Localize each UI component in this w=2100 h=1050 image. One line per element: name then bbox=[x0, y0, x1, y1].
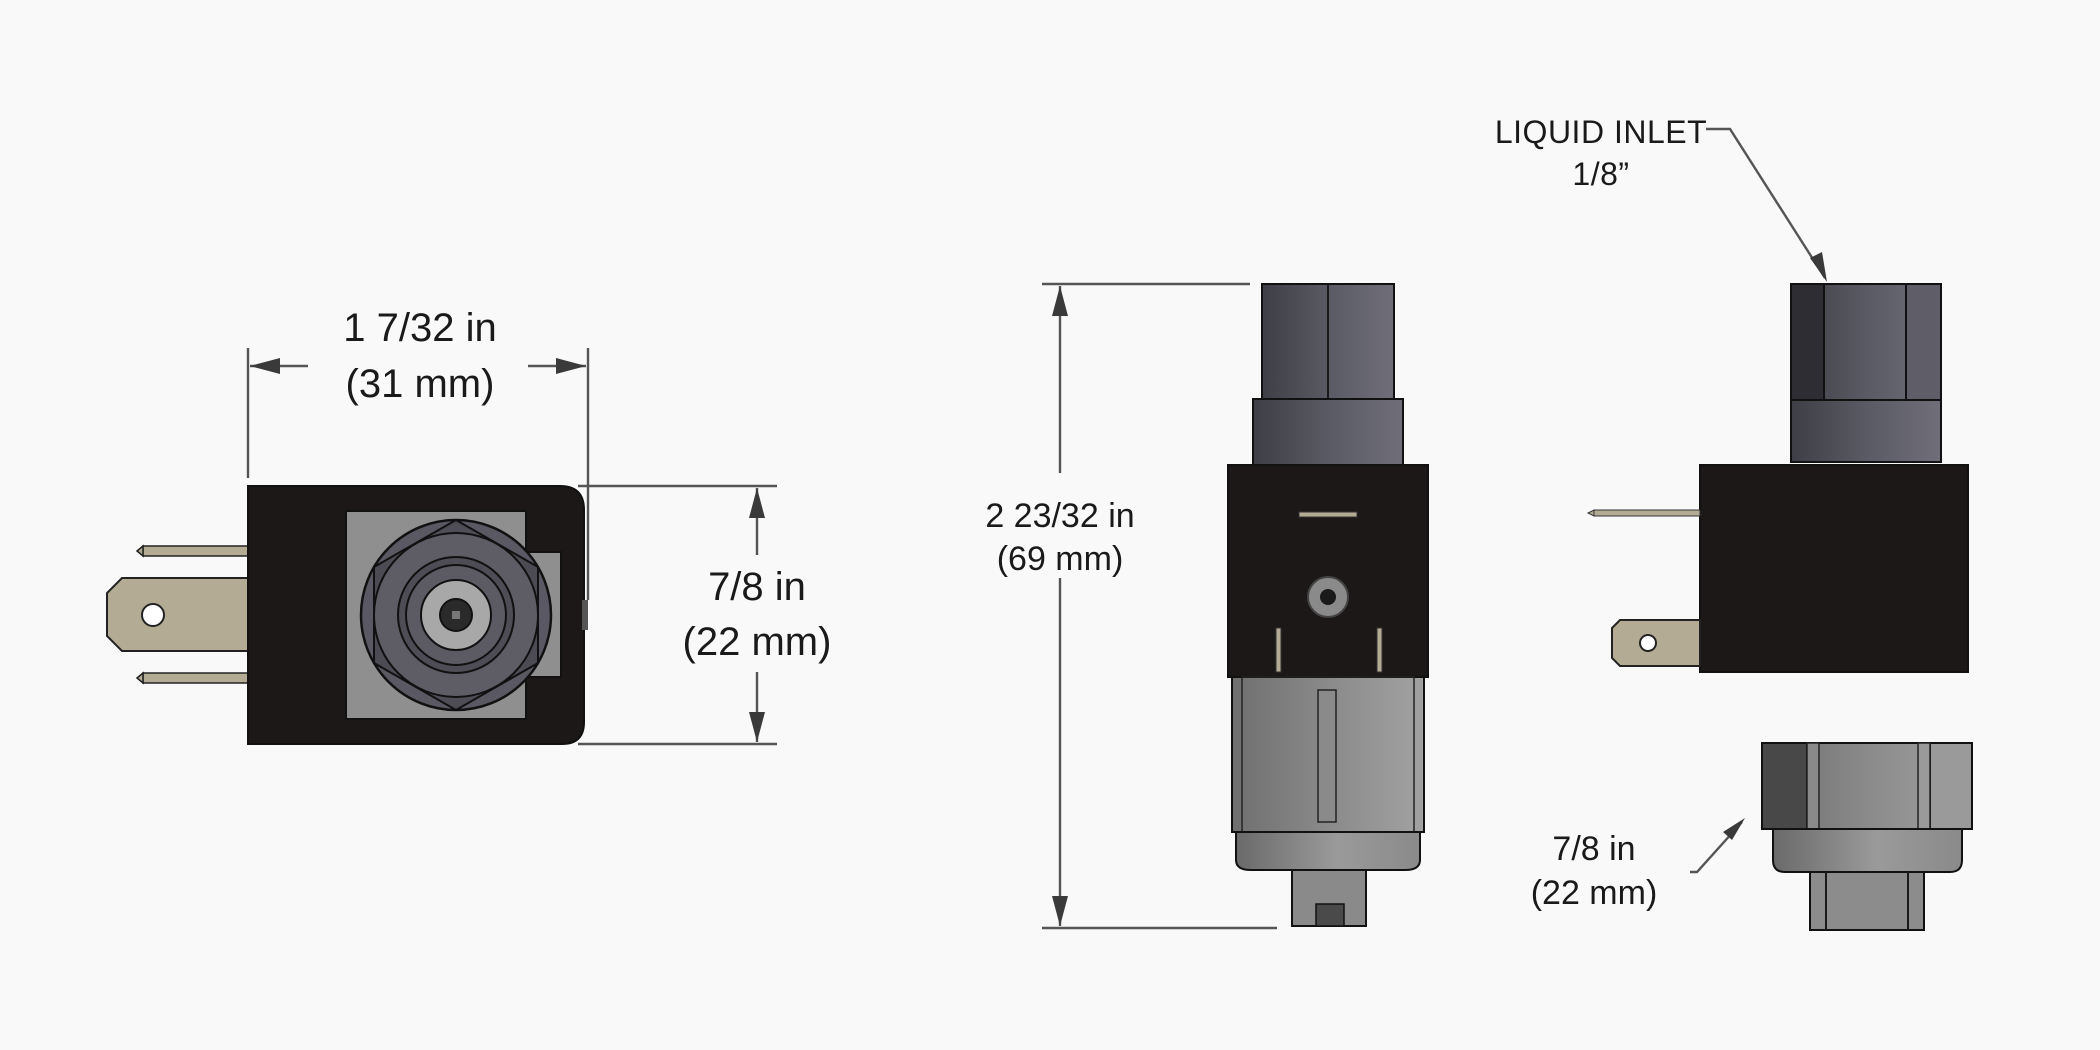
width-metric-label: (31 mm) bbox=[346, 362, 495, 406]
height-dimension: 7/8 in (22 mm) bbox=[578, 484, 832, 746]
overall-height-imperial-label: 2 23/32 in bbox=[985, 497, 1134, 535]
liquid-inlet-callout: LIQUID INLET 1/8” bbox=[1495, 114, 1827, 282]
overall-height-dimension: 2 23/32 in (69 mm) bbox=[985, 282, 1277, 930]
coil-body-side bbox=[1227, 464, 1429, 678]
liquid-inlet-size-label: 1/8” bbox=[1572, 156, 1629, 192]
nut-size-callout: 7/8 in (22 mm) bbox=[1531, 818, 1745, 912]
side-view-rotated: LIQUID INLET 1/8” 7/8 in (22 mm) bbox=[1495, 114, 1973, 931]
overall-height-metric-label: (69 mm) bbox=[997, 540, 1124, 578]
side-view: 2 23/32 in (69 mm) bbox=[985, 282, 1429, 930]
liquid-inlet-label: LIQUID INLET bbox=[1495, 114, 1707, 150]
front-view: 1 7/32 in (31 mm) 7/8 in (22 mm) bbox=[106, 306, 832, 746]
nut-size-imperial-label: 7/8 in bbox=[1552, 830, 1635, 868]
width-imperial-label: 1 7/32 in bbox=[343, 306, 496, 350]
coil-body-rotated bbox=[1699, 464, 1969, 673]
width-dimension: 1 7/32 in (31 mm) bbox=[246, 306, 590, 600]
fitting-end-view bbox=[359, 518, 553, 712]
nut-size-metric-label: (22 mm) bbox=[1531, 874, 1658, 912]
terminal-pins bbox=[106, 544, 249, 685]
height-metric-label: (22 mm) bbox=[683, 620, 832, 664]
height-imperial-label: 7/8 in bbox=[708, 565, 806, 609]
